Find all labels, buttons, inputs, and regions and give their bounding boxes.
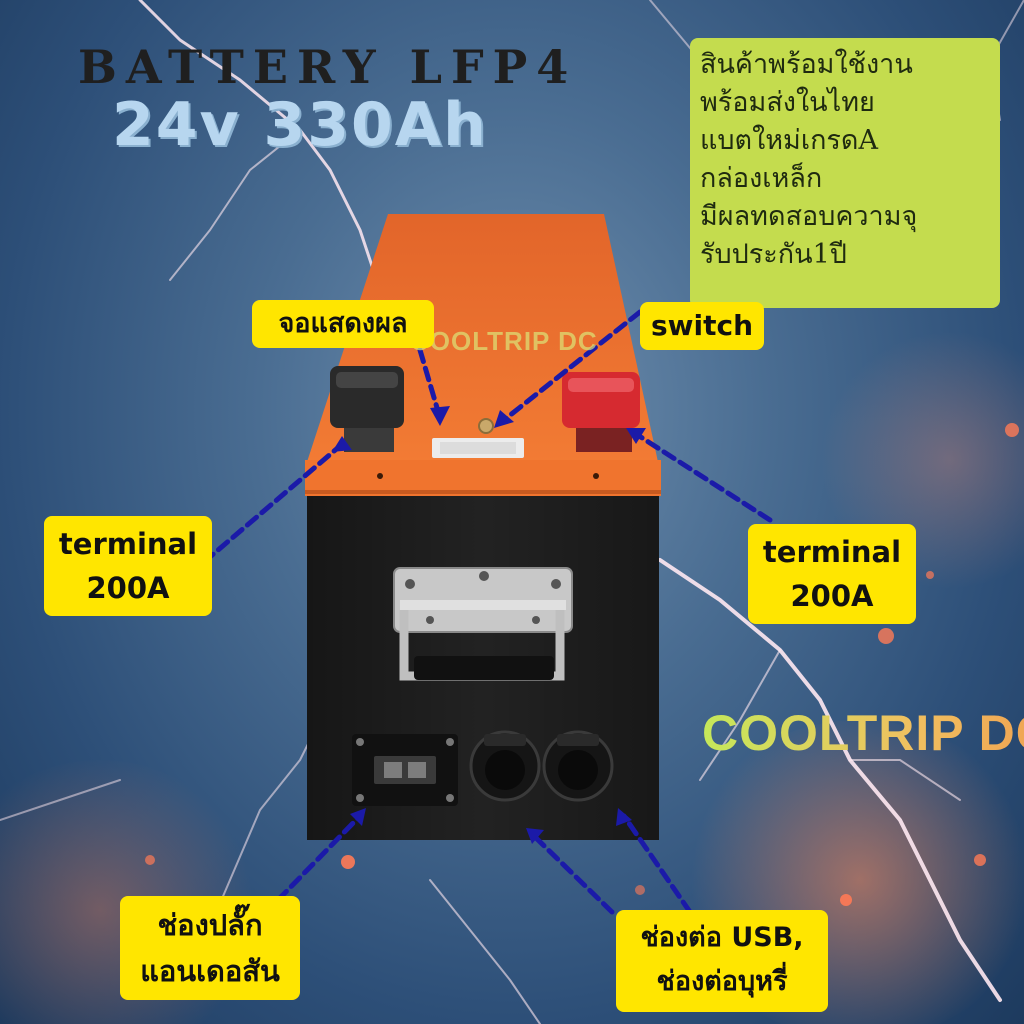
label-terminal-right-line1: terminal (762, 535, 902, 569)
label-anderson-line1: ช่องปลั๊ก (157, 908, 263, 942)
feature-line: กล่องเหล็ก (700, 163, 823, 194)
label-display-text: จอแสดงผล (278, 308, 408, 339)
feature-line: มีผลทดสอบความจุ (700, 201, 918, 232)
power-switch (478, 418, 494, 434)
brand-watermark-small: COOLTRIP DC (410, 326, 598, 356)
label-display: จอแสดงผล (252, 300, 434, 348)
product-title: BATTERY LFP4 (78, 40, 578, 94)
arrow-switch (501, 309, 643, 423)
label-terminal-left-line2: 200A (86, 571, 170, 605)
label-terminal-left-line1: terminal (58, 527, 198, 561)
anderson-plug (352, 734, 458, 806)
label-terminal-right: terminal 200A (748, 524, 916, 624)
label-usb-line2: ช่องต่อบุหรี่ (656, 966, 788, 997)
callout-arrows (201, 309, 773, 915)
arrow-terminal-right (633, 431, 773, 523)
label-usb-line1: ช่องต่อ USB, (640, 922, 804, 953)
brand-watermark: COOLTRIP DC (702, 704, 1024, 762)
cigarette-socket (542, 730, 614, 802)
arrow-display (417, 347, 443, 421)
features-box: สินค้าพร้อมใช้งาน พร้อมส่งในไทย แบตใหม่เ… (690, 38, 1000, 308)
arrow-terminal-left (201, 443, 343, 565)
feature-line: สินค้าพร้อมใช้งาน (700, 49, 913, 80)
arrow-usb (531, 833, 615, 915)
arrow-anderson (275, 813, 363, 903)
carry-handle (393, 567, 573, 681)
usb-socket (469, 730, 541, 802)
arrow-heads (332, 406, 646, 844)
label-usb-port: ช่องต่อ USB, ช่องต่อบุหรี่ (616, 910, 828, 1012)
feature-line: รับประกัน1ปี (700, 239, 847, 270)
label-terminal-right-line2: 200A (790, 579, 874, 613)
label-anderson-plug: ช่องปลั๊ก แอนเดอสัน (120, 896, 300, 1000)
label-anderson-line2: แอนเดอสัน (140, 954, 280, 988)
label-terminal-left: terminal 200A (44, 516, 212, 616)
feature-line: แบตใหม่เกรดA (700, 125, 878, 156)
negative-terminal (330, 366, 404, 452)
display-screen (440, 442, 516, 454)
label-switch-text: switch (650, 309, 754, 342)
label-switch: switch (640, 302, 764, 350)
arrow-cigarette (621, 813, 693, 915)
positive-terminal (562, 372, 640, 452)
feature-line: พร้อมส่งในไทย (700, 87, 875, 118)
product-subtitle: 24v 330Ah (112, 90, 488, 160)
